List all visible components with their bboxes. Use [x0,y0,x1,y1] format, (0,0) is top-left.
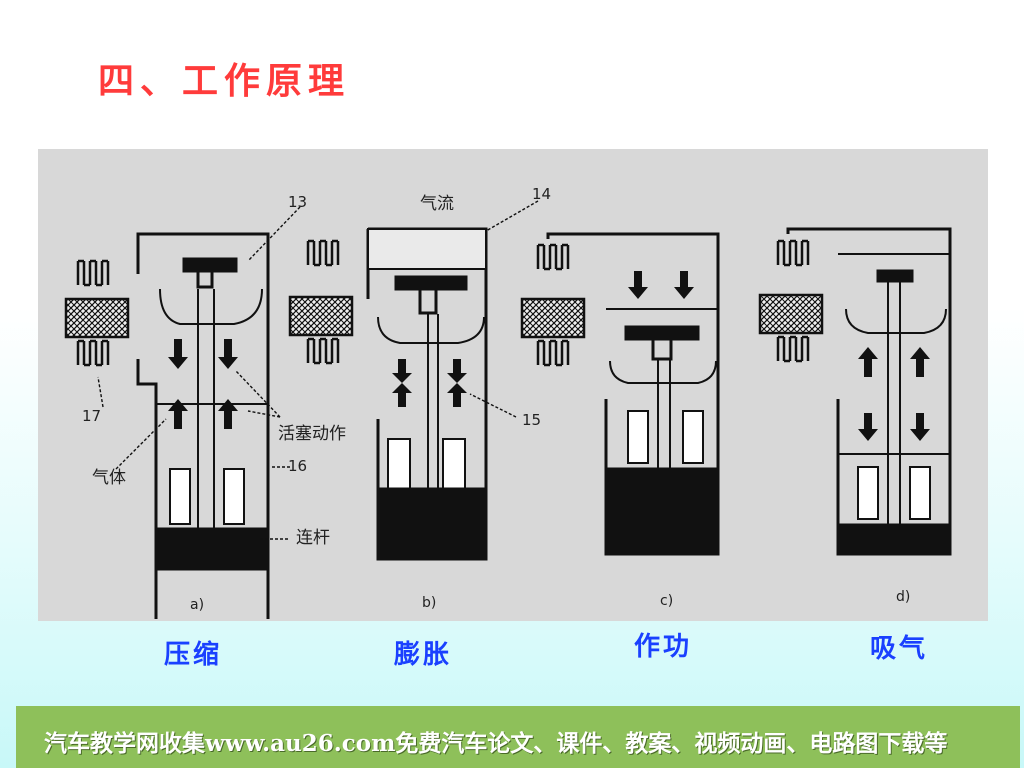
caption-compression: 压缩 [164,640,223,670]
sub-label-a: a) [190,597,204,613]
panel-d [786,227,952,556]
label-airflow: 气流 [420,194,454,214]
stirling-cycle-diagram: 13 14 15 16 17 气流 活塞动作 气体 连杆 a) b) c) d) [38,149,988,621]
caption-expansion: 膨胀 [394,640,453,670]
label-piston-action: 活塞动作 [278,424,346,444]
footer-text: 汽车教学网收集www.au26.com免费汽车论文、课件、教案、视频动画、电路图… [44,730,948,757]
callout-14: 14 [532,185,551,203]
panel-a [136,232,270,619]
panel-b [366,227,488,561]
caption-intake: 吸气 [870,634,929,664]
callout-17: 17 [82,407,101,425]
caption-power: 作功 [634,632,693,662]
sub-label-b: b) [422,595,436,611]
callout-15: 15 [522,411,541,429]
callout-13: 13 [288,193,307,211]
label-rod: 连杆 [296,528,330,548]
sub-label-c: c) [660,593,673,609]
footer-banner: 汽车教学网收集www.au26.com免费汽车论文、课件、教案、视频动画、电路图… [16,706,1020,768]
panel-c [546,232,720,556]
label-gas: 气体 [92,468,126,488]
slide-title: 四、工作原理 [98,60,351,102]
callout-16: 16 [288,457,307,475]
sub-label-d: d) [896,589,910,605]
